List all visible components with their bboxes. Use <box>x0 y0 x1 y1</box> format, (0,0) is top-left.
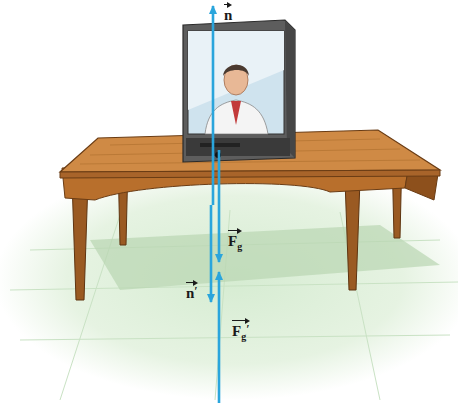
vector-body: Fg <box>228 234 242 249</box>
force-label: Fg <box>228 228 242 249</box>
vector-body: n′ <box>186 286 198 301</box>
vector-body: Fg′ <box>232 324 250 339</box>
force-label: n′ <box>186 280 198 301</box>
force-label: Fg′ <box>232 318 250 339</box>
vector-body: n <box>224 8 232 23</box>
force-label: n <box>224 2 232 23</box>
